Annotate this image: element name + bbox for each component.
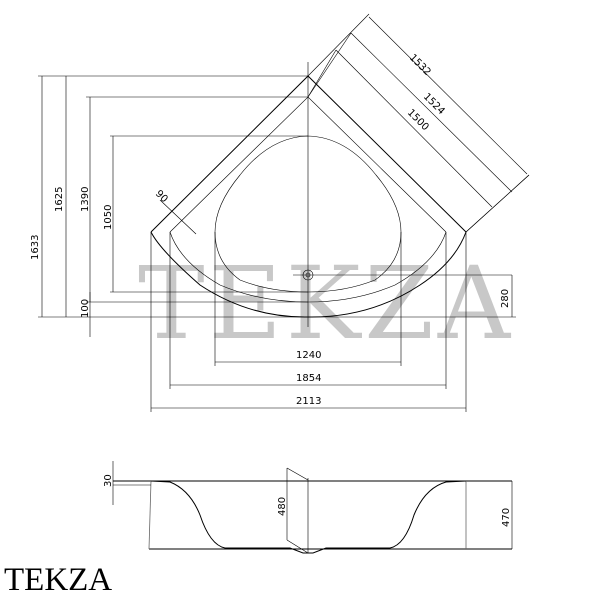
basin [214,135,402,293]
dim-280: 280 [500,289,511,308]
dim-480: 480 [277,497,288,516]
dim-100: 100 [80,299,91,318]
tub-profile [150,480,467,554]
dim-30: 30 [103,474,114,487]
dim-1500: 1500 [405,107,431,133]
dim-1050: 1050 [103,205,114,230]
dim-1240: 1240 [296,350,321,361]
dim-90: 90 [153,188,170,205]
dim-1854: 1854 [296,373,321,384]
dim-2113: 2113 [296,396,321,407]
dim-470: 470 [501,508,512,527]
dim-1390: 1390 [80,187,91,212]
dim-1625: 1625 [54,187,65,212]
dim-1524: 1524 [421,91,447,117]
watermark: TEKZA [138,245,514,362]
dim-1633: 1633 [30,235,41,260]
brand-logo: TEKZA [4,562,113,598]
outer-rim [150,75,467,233]
side-view: 30 480 470 [103,461,513,554]
dim-1532: 1532 [407,52,433,78]
